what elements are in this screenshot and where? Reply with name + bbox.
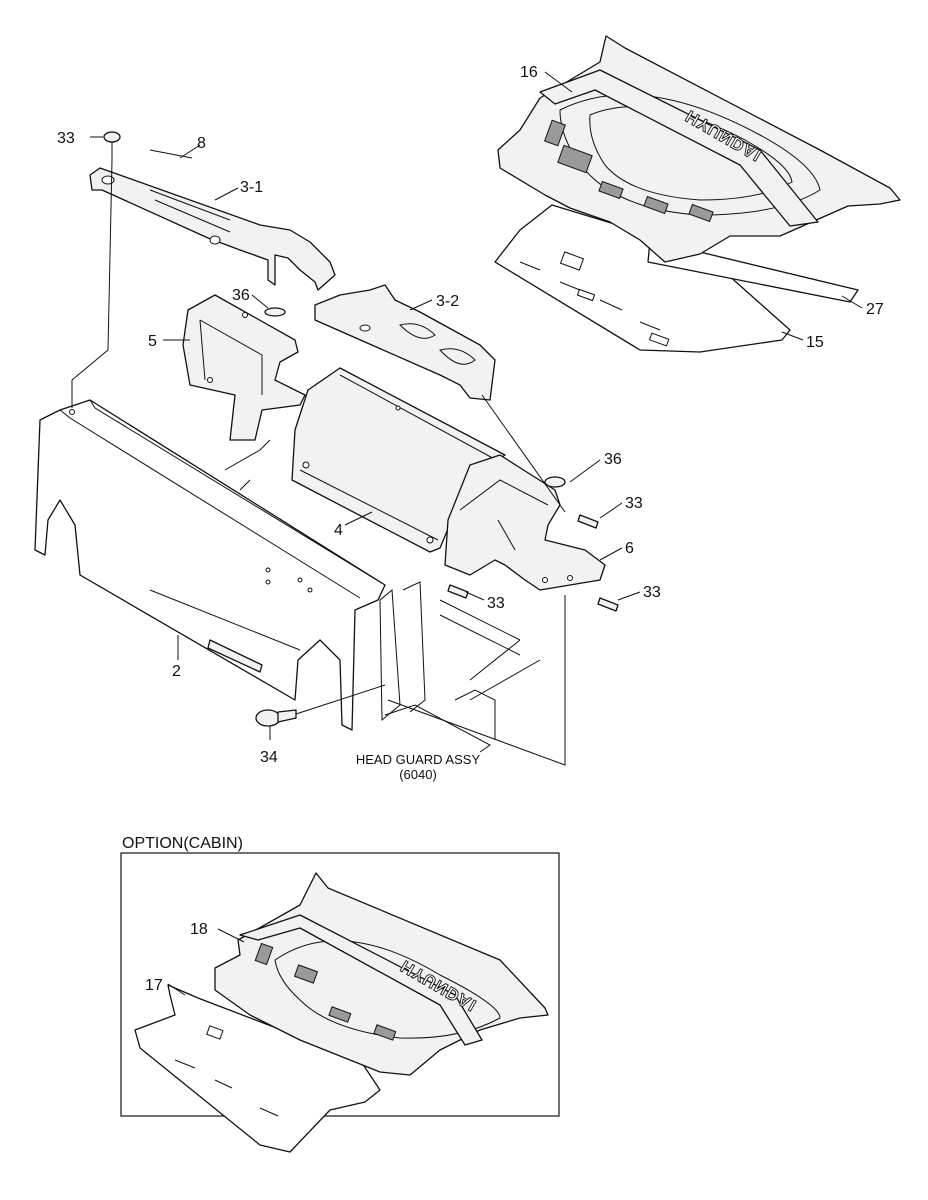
callout-5: 5 [148,333,157,350]
callout-17: 17 [145,977,163,994]
callout-33: 33 [643,584,661,601]
callout-15: 15 [806,334,824,351]
callout-16: 16 [520,64,538,81]
cover-3-2 [314,284,496,401]
head-guard-label: HEAD GUARD ASSY [356,752,481,767]
leader-18 [217,928,245,943]
option-box-title: OPTION(CABIN) [122,835,243,852]
floor-plate-15 [494,204,791,353]
bolt-33-right [577,514,599,529]
callout-18: 18 [190,921,208,938]
bracket-5 [182,294,306,441]
callout-36: 36 [232,287,250,304]
floor-mat-16: HYUNDAI [497,35,901,263]
option-box [120,852,560,1117]
clip-36-left [264,307,286,317]
callout-2: 2 [172,663,181,680]
callout-3-1: 3-1 [240,179,263,196]
floor-mat-18: HYUNDAI [214,872,549,1076]
bolt-34 [255,709,297,727]
leader-lines [71,71,863,766]
callout-36: 36 [604,451,622,468]
callout-6: 6 [625,540,634,557]
callout-33: 33 [625,495,643,512]
strip-8 [149,149,193,159]
floor-plate-27 [647,239,859,303]
bracket-6 [444,454,606,591]
head-guard-code: (6040) [399,767,437,782]
callout-33: 33 [487,595,505,612]
clip-36-right [544,476,566,488]
bolt-33-mid [447,584,469,599]
callout-3-2: 3-2 [436,293,459,310]
callout-33: 33 [57,130,75,147]
bolt-33-top [103,131,121,160]
leader-17 [167,983,186,996]
callout-27: 27 [866,301,884,318]
cover-3-1 [89,167,336,291]
callout-34: 34 [260,749,278,766]
head-guard [379,581,541,753]
callout-4: 4 [334,522,343,539]
callout-8: 8 [197,135,206,152]
bolt-33-lower [597,597,619,612]
panel-2 [34,399,386,731]
